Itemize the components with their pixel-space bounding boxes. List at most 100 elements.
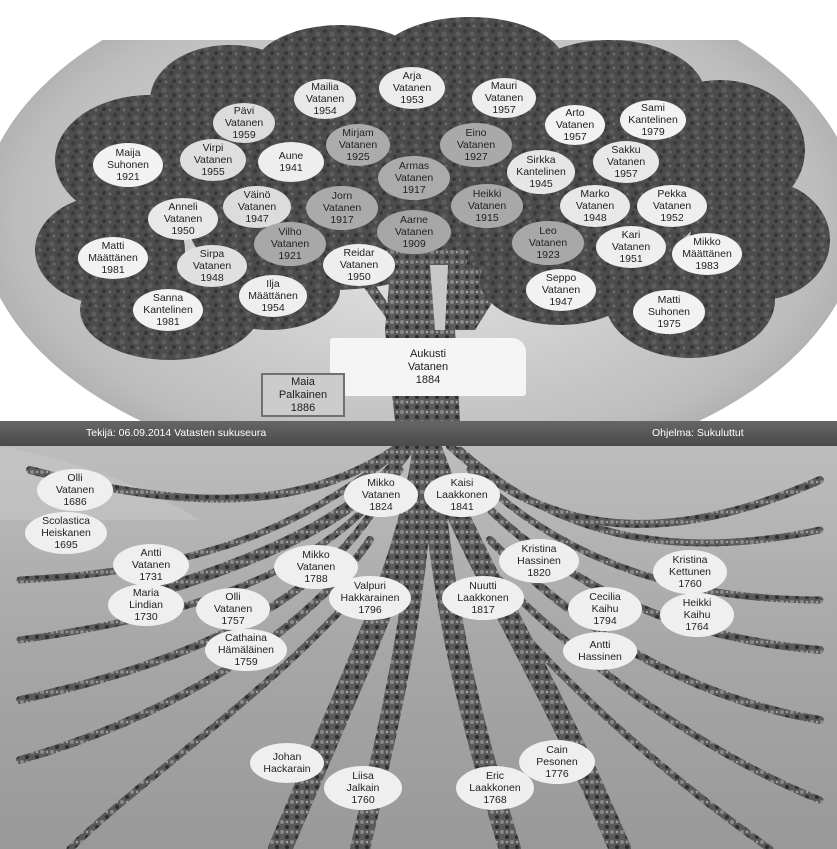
descendants-person-year: 1947 [245, 213, 269, 225]
ancestors-person-first: Valpuri [354, 580, 386, 592]
descendants-person-last: Suhonen [106, 159, 150, 171]
ancestors-person-year: 1824 [369, 501, 393, 513]
ancestors-person-first: Antti [589, 639, 611, 651]
descendants-person-last: Vatanen [467, 200, 507, 212]
ancestors-person-year: 1794 [593, 615, 617, 627]
ancestors-person-last: Vatanen [296, 561, 336, 573]
ancestors-person-year: 1686 [63, 496, 87, 508]
ancestors-person-last: Vatanen [361, 489, 401, 501]
descendants-person-first: Sirpa [199, 248, 225, 260]
descendants-person-year: 1948 [200, 272, 224, 284]
descendants-person-year: 1953 [400, 94, 424, 106]
descendants-person-first: Pekka [657, 188, 687, 200]
root-person-box: Aukusti Vatanen 1884 [330, 338, 526, 396]
ancestors-person-last: Kettunen [668, 566, 712, 578]
ancestors-person-last: Pesonen [536, 756, 578, 768]
descendants-person-last: Vatanen [270, 238, 310, 250]
spouse-box: Maia Palkainen 1886 [261, 373, 345, 417]
ancestors-person-year: 1820 [527, 567, 551, 579]
ancestors-person-first: Heikki [682, 597, 712, 609]
descendants-person-last: Vatanen [339, 259, 379, 271]
ancestors-person-year: 1757 [221, 615, 245, 627]
descendants-person-last: Vatanen [338, 139, 378, 151]
ancestors-person-first: Liisa [352, 770, 374, 782]
ancestors-person-last: Hassinen [517, 555, 561, 567]
descendants-person-year: 1945 [529, 178, 553, 190]
descendants-person-first: Mikko [693, 236, 721, 248]
ancestors-person-first: Maria [132, 587, 160, 599]
ancestors-person-first: Kristina [672, 554, 708, 566]
spouse-surname: Palkainen [278, 388, 328, 401]
descendants-person-first: Leo [539, 225, 557, 237]
descendants-person-last: Vatanen [237, 201, 277, 213]
descendants-person-first: Virpi [202, 142, 224, 154]
descendants-person-last: Kantelinen [516, 166, 566, 178]
ancestors-person-first: Cain [546, 744, 568, 756]
ancestors-person-last: Kaihu [591, 603, 619, 615]
descendants-person-first: Vilho [278, 226, 302, 238]
descendants-person-first: Sirkka [526, 154, 556, 166]
descendants-person-last: Kantelinen [143, 304, 193, 316]
descendants-person-last: Kantelinen [628, 114, 678, 126]
descendants-person-last: Vatanen [555, 119, 595, 131]
ancestors-person-year: 1788 [304, 573, 328, 585]
descendants-person-last: Vatanen [394, 226, 434, 238]
descendants-person-first: Jorn [331, 190, 353, 202]
root-person-first-name: Aukusti [409, 347, 447, 360]
ancestors-person-last: Vatanen [213, 603, 253, 615]
descendants-person-first: Matti [657, 294, 681, 306]
ancestors-person-last: Hassinen [578, 651, 622, 663]
ancestors-person-year: 1796 [358, 604, 382, 616]
descendants-person-last: Vatanen [606, 156, 646, 168]
descendants-person-last: Määttänen [682, 248, 732, 260]
descendants-person-year: 1957 [563, 131, 587, 143]
descendants-person-first: Mirjam [342, 127, 374, 139]
descendants-person-last: Vatanen [394, 172, 434, 184]
ancestors-person-last: Heiskanen [41, 527, 91, 539]
descendants-person-year: 1983 [695, 260, 719, 272]
ancestors-person-last: Vatanen [131, 559, 171, 571]
spouse-first-name: Maia [291, 375, 315, 388]
descendants-person-last: Vatanen [541, 284, 581, 296]
descendants-person-last: Vatanen [163, 213, 203, 225]
ancestors-person-year: 1759 [234, 656, 258, 668]
ancestors-person-year: 1841 [450, 501, 474, 513]
descendants-person-year: 1948 [583, 212, 607, 224]
descendants-person-year: 1975 [657, 318, 681, 330]
descendants-person-first: Arto [565, 107, 585, 119]
descendants-person-year: 1909 [402, 238, 426, 250]
descendants-person-first: Mauri [490, 80, 518, 92]
descendants-person-last: Vatanen [193, 154, 233, 166]
ancestors-person-year: 1760 [678, 578, 702, 590]
ancestors-person-last: Vatanen [55, 484, 95, 496]
descendants-person-year: 1950 [171, 225, 195, 237]
descendants-person-year: 1957 [492, 104, 516, 116]
descendants-person-year: 1921 [116, 171, 140, 183]
program-credit-text: Ohjelma: Sukuluttut [652, 427, 744, 439]
ancestors-person-first: Johan [272, 751, 302, 763]
ancestors-person-year: 1730 [134, 611, 158, 623]
descendants-person-last: Vatanen [528, 237, 568, 249]
ancestors-person-last: Hämäläinen [217, 644, 275, 656]
